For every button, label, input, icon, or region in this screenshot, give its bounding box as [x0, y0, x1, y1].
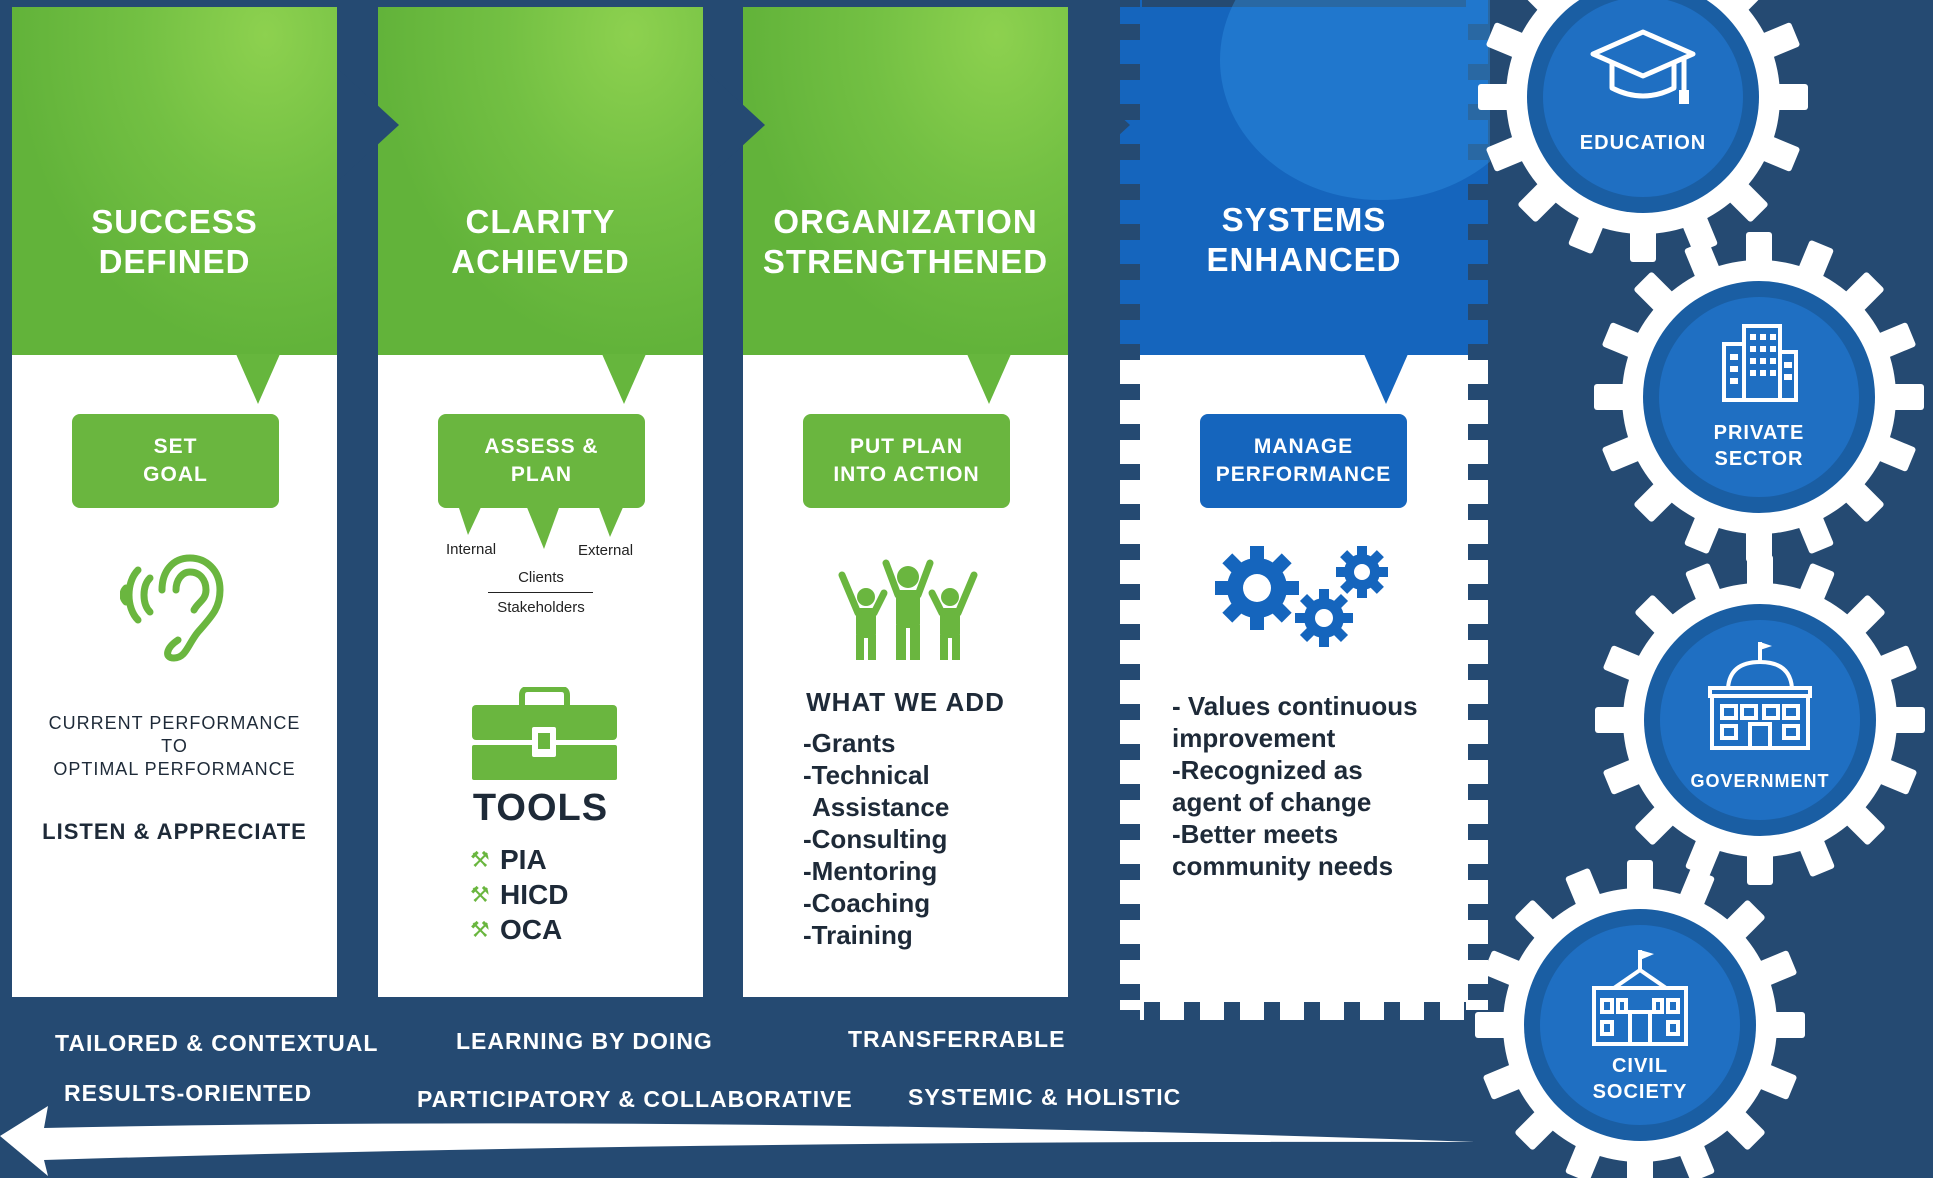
sector-label-civil-society: CIVIL SOCIETY — [1592, 1055, 1688, 1103]
stakeholders-label: Stakeholders — [497, 599, 585, 616]
header-pointer — [236, 354, 280, 404]
sector-gears — [1475, 0, 1925, 1178]
step-put-plan-into-action: PUT PLAN INTO ACTION — [803, 414, 1010, 508]
listening-ear-icon — [120, 554, 224, 662]
tools-title: TOOLS — [472, 787, 609, 829]
tool-item: ⚒ HICD — [470, 878, 569, 910]
people-celebrating-icon — [838, 559, 978, 660]
long-arrow-left — [0, 1106, 1475, 1176]
toolbox-icon — [472, 687, 617, 780]
column-title: ORGANIZATION STRENGTHENED — [762, 203, 1049, 280]
column-title: CLARITY ACHIEVED — [451, 203, 630, 280]
principle-label: LEARNING BY DOING — [456, 1028, 713, 1054]
header-pointer — [1364, 354, 1408, 404]
graduation-cap-icon — [1590, 29, 1696, 104]
column-header: ORGANIZATION STRENGTHENED — [743, 7, 1068, 355]
column-title: SYSTEMS ENHANCED — [1206, 201, 1402, 278]
sector-label-government: GOVERNMENT — [1690, 771, 1830, 791]
principle-label: TRANSFERRABLE — [848, 1026, 1066, 1052]
tools-list: ⚒ PIA ⚒ HICD ⚒ OCA — [470, 842, 568, 947]
step-manage-performance: MANAGE PERFORMANCE — [1200, 414, 1407, 508]
gears-icon — [1215, 546, 1388, 647]
systems-outcomes-list: - Values continuous improvement -Recogni… — [1172, 691, 1418, 881]
clients-label: Clients — [518, 569, 564, 586]
column-success-defined: SUCCESS DEFINED SET GOAL CURRENT PERFORM… — [12, 7, 337, 997]
step-set-goal: SET GOAL — [72, 414, 279, 508]
wrench-icon: ⚒ — [470, 846, 490, 872]
tool-item: ⚒ PIA — [470, 843, 547, 875]
wrench-icon: ⚒ — [470, 916, 490, 942]
column-header: SUCCESS DEFINED — [12, 7, 337, 355]
internal-label: Internal — [446, 541, 497, 558]
office-building-icon — [1722, 324, 1798, 402]
capitol-building-icon — [1708, 642, 1812, 750]
tool-item: ⚒ OCA — [470, 913, 563, 945]
clients-divider — [488, 592, 593, 593]
external-label: External — [578, 542, 634, 559]
flow-arrow — [1068, 68, 1130, 182]
principle-label: PARTICIPATORY & COLLABORATIVE — [417, 1086, 853, 1112]
column-title: SUCCESS DEFINED — [91, 203, 258, 280]
column-systems-enhanced: SYSTEMS ENHANCED MANAGE PERFORMANCE — [1120, 0, 1490, 1020]
what-we-add-title: WHAT WE ADD — [806, 687, 1005, 717]
school-building-icon — [1592, 950, 1688, 1046]
column-organization-strengthened: ORGANIZATION STRENGTHENED PUT PLAN INTO … — [743, 7, 1068, 997]
principle-label: SYSTEMIC & HOLISTIC — [908, 1084, 1182, 1110]
step-assess-plan: ASSESS & PLAN — [438, 414, 645, 508]
flow-arrow — [703, 68, 765, 182]
performance-text: CURRENT PERFORMANCE TO OPTIMAL PERFORMAN… — [48, 713, 301, 779]
flow-arrow — [337, 68, 399, 182]
column-clarity-achieved: CLARITY ACHIEVED ASSESS & PLAN Internal … — [378, 7, 703, 997]
header-pointer — [967, 354, 1011, 404]
principle-label: TAILORED & CONTEXTUAL — [55, 1030, 379, 1056]
principle-label: RESULTS-ORIENTED — [64, 1080, 313, 1106]
what-we-add-list: -Grants -Technical Assistance -Consultin… — [803, 728, 950, 950]
speech-tails-icon — [458, 505, 624, 549]
header-pointer — [602, 354, 646, 404]
wrench-icon: ⚒ — [470, 881, 490, 907]
column-header: CLARITY ACHIEVED — [378, 7, 703, 355]
listen-appreciate-text: LISTEN & APPRECIATE — [42, 819, 307, 844]
sector-label-private-sector: PRIVATE SECTOR — [1713, 422, 1805, 470]
sector-label-education: EDUCATION — [1579, 132, 1707, 154]
